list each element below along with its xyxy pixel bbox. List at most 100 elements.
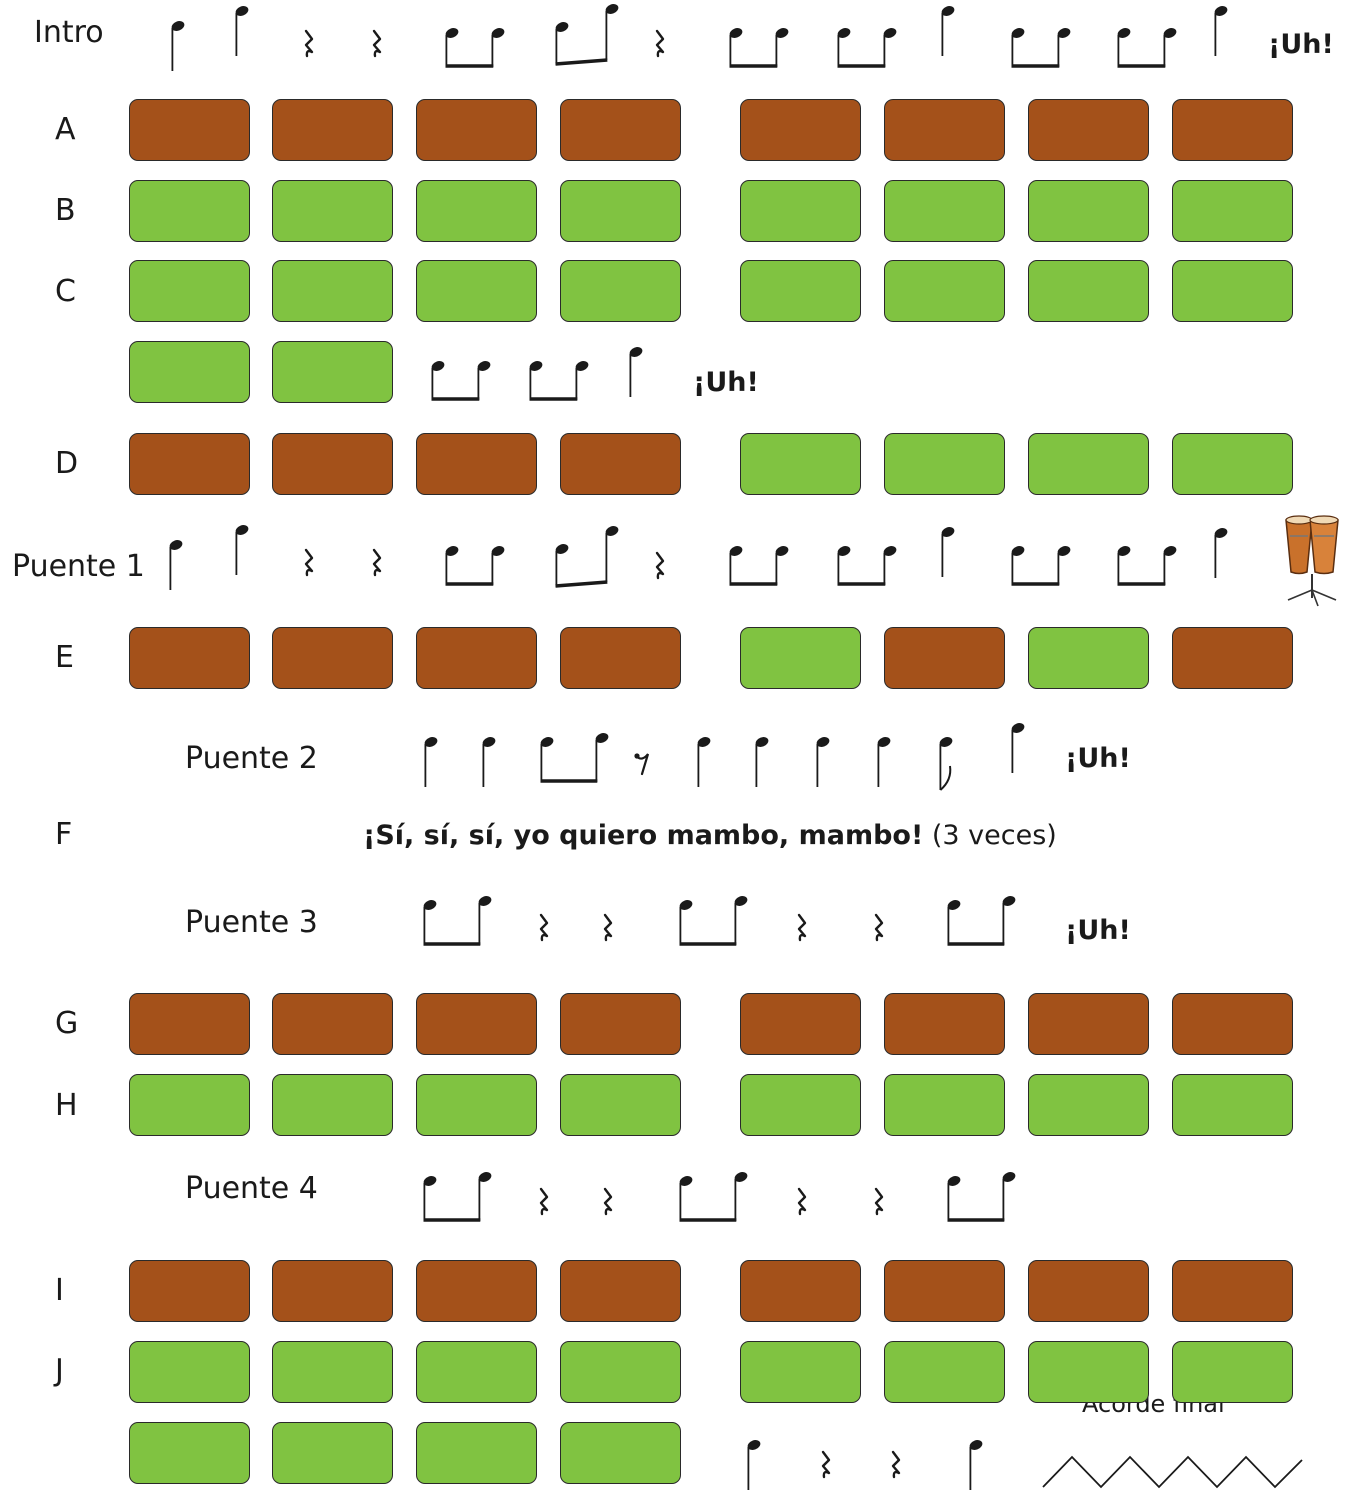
block-brown [129, 99, 250, 161]
notation-puente-3 [420, 892, 1019, 947]
label-j: J [55, 1353, 64, 1388]
block-brown [272, 627, 393, 689]
block-green [884, 260, 1005, 322]
label-f: F [55, 817, 73, 852]
block-green [1028, 433, 1149, 495]
block-brown [884, 99, 1005, 161]
notation-ending [745, 1437, 985, 1491]
mambo-repeat: (3 veces) [931, 820, 1057, 851]
block-green [560, 1341, 681, 1403]
mambo-lyric-text: ¡Sí, sí, sí, yo quiero mambo, mambo! [363, 820, 924, 851]
block-brown [560, 993, 681, 1055]
block-green [740, 1074, 861, 1136]
block-green [884, 180, 1005, 242]
block-green [740, 433, 861, 495]
block-green [1028, 180, 1149, 242]
block-green [272, 1422, 393, 1484]
notation-c-tail [428, 344, 645, 402]
label-c: C [55, 274, 76, 309]
label-g: G [55, 1006, 79, 1041]
shout-puente-3: ¡Uh! [1065, 915, 1131, 946]
block-brown [416, 993, 537, 1055]
block-green [129, 1422, 250, 1484]
block-brown [1028, 1260, 1149, 1322]
notation-puente-1 [167, 522, 1230, 591]
block-green [272, 180, 393, 242]
notation-puente-4 [420, 1168, 1019, 1223]
block-green [416, 1422, 537, 1484]
shout-puente-2: ¡Uh! [1065, 743, 1131, 774]
block-green [272, 1074, 393, 1136]
block-green [129, 260, 250, 322]
block-brown [416, 1260, 537, 1322]
block-brown [560, 1260, 681, 1322]
conga-drums-icon [1285, 515, 1339, 607]
block-brown [1172, 1260, 1293, 1322]
block-brown [416, 433, 537, 495]
block-green [740, 260, 861, 322]
block-brown [1028, 99, 1149, 161]
block-green [416, 180, 537, 242]
block-brown [560, 433, 681, 495]
label-b: B [55, 193, 76, 228]
block-brown [740, 1260, 861, 1322]
label-a: A [55, 112, 76, 147]
block-brown [272, 99, 393, 161]
label-puente-2: Puente 2 [185, 741, 318, 776]
label-intro: Intro [34, 15, 104, 50]
block-green [884, 1074, 1005, 1136]
block-green [129, 180, 250, 242]
block-brown [272, 1260, 393, 1322]
block-green [416, 1341, 537, 1403]
block-green [1172, 433, 1293, 495]
block-brown [1028, 993, 1149, 1055]
block-green [1172, 180, 1293, 242]
block-green [1028, 1074, 1149, 1136]
label-puente-4: Puente 4 [185, 1171, 318, 1206]
block-green [560, 180, 681, 242]
final-chord-zigzag [1042, 1455, 1303, 1489]
block-green [560, 1422, 681, 1484]
block-brown [740, 99, 861, 161]
block-green [560, 260, 681, 322]
block-brown [129, 433, 250, 495]
block-green [740, 180, 861, 242]
block-green [560, 1074, 681, 1136]
block-green [416, 1074, 537, 1136]
block-brown [129, 993, 250, 1055]
block-green [1172, 260, 1293, 322]
label-puente-1: Puente 1 [12, 549, 145, 584]
block-green [1172, 1074, 1293, 1136]
block-green [1028, 627, 1149, 689]
block-green [129, 341, 250, 403]
block-brown [884, 1260, 1005, 1322]
label-puente-3: Puente 3 [185, 905, 318, 940]
block-brown [129, 1260, 250, 1322]
shout-intro: ¡Uh! [1268, 29, 1334, 60]
label-i: I [55, 1273, 64, 1308]
block-brown [416, 627, 537, 689]
block-brown [560, 99, 681, 161]
block-brown [884, 627, 1005, 689]
block-brown [416, 99, 537, 161]
block-brown [272, 433, 393, 495]
notation-intro [169, 0, 1230, 72]
block-green [272, 341, 393, 403]
block-green [129, 1074, 250, 1136]
notation-puente-2 [422, 720, 1027, 791]
shout-c: ¡Uh! [693, 367, 759, 398]
block-green [1028, 260, 1149, 322]
block-brown [129, 627, 250, 689]
block-green [740, 1341, 861, 1403]
block-green [1172, 1341, 1293, 1403]
block-brown [272, 993, 393, 1055]
block-green [272, 1341, 393, 1403]
label-e: E [55, 640, 74, 675]
block-brown [740, 993, 861, 1055]
block-green [129, 1341, 250, 1403]
block-green [884, 433, 1005, 495]
block-green [740, 627, 861, 689]
label-d: D [55, 446, 79, 481]
block-brown [1172, 993, 1293, 1055]
mambo-lyric: ¡Sí, sí, sí, yo quiero mambo, mambo! (3 … [363, 822, 1057, 849]
